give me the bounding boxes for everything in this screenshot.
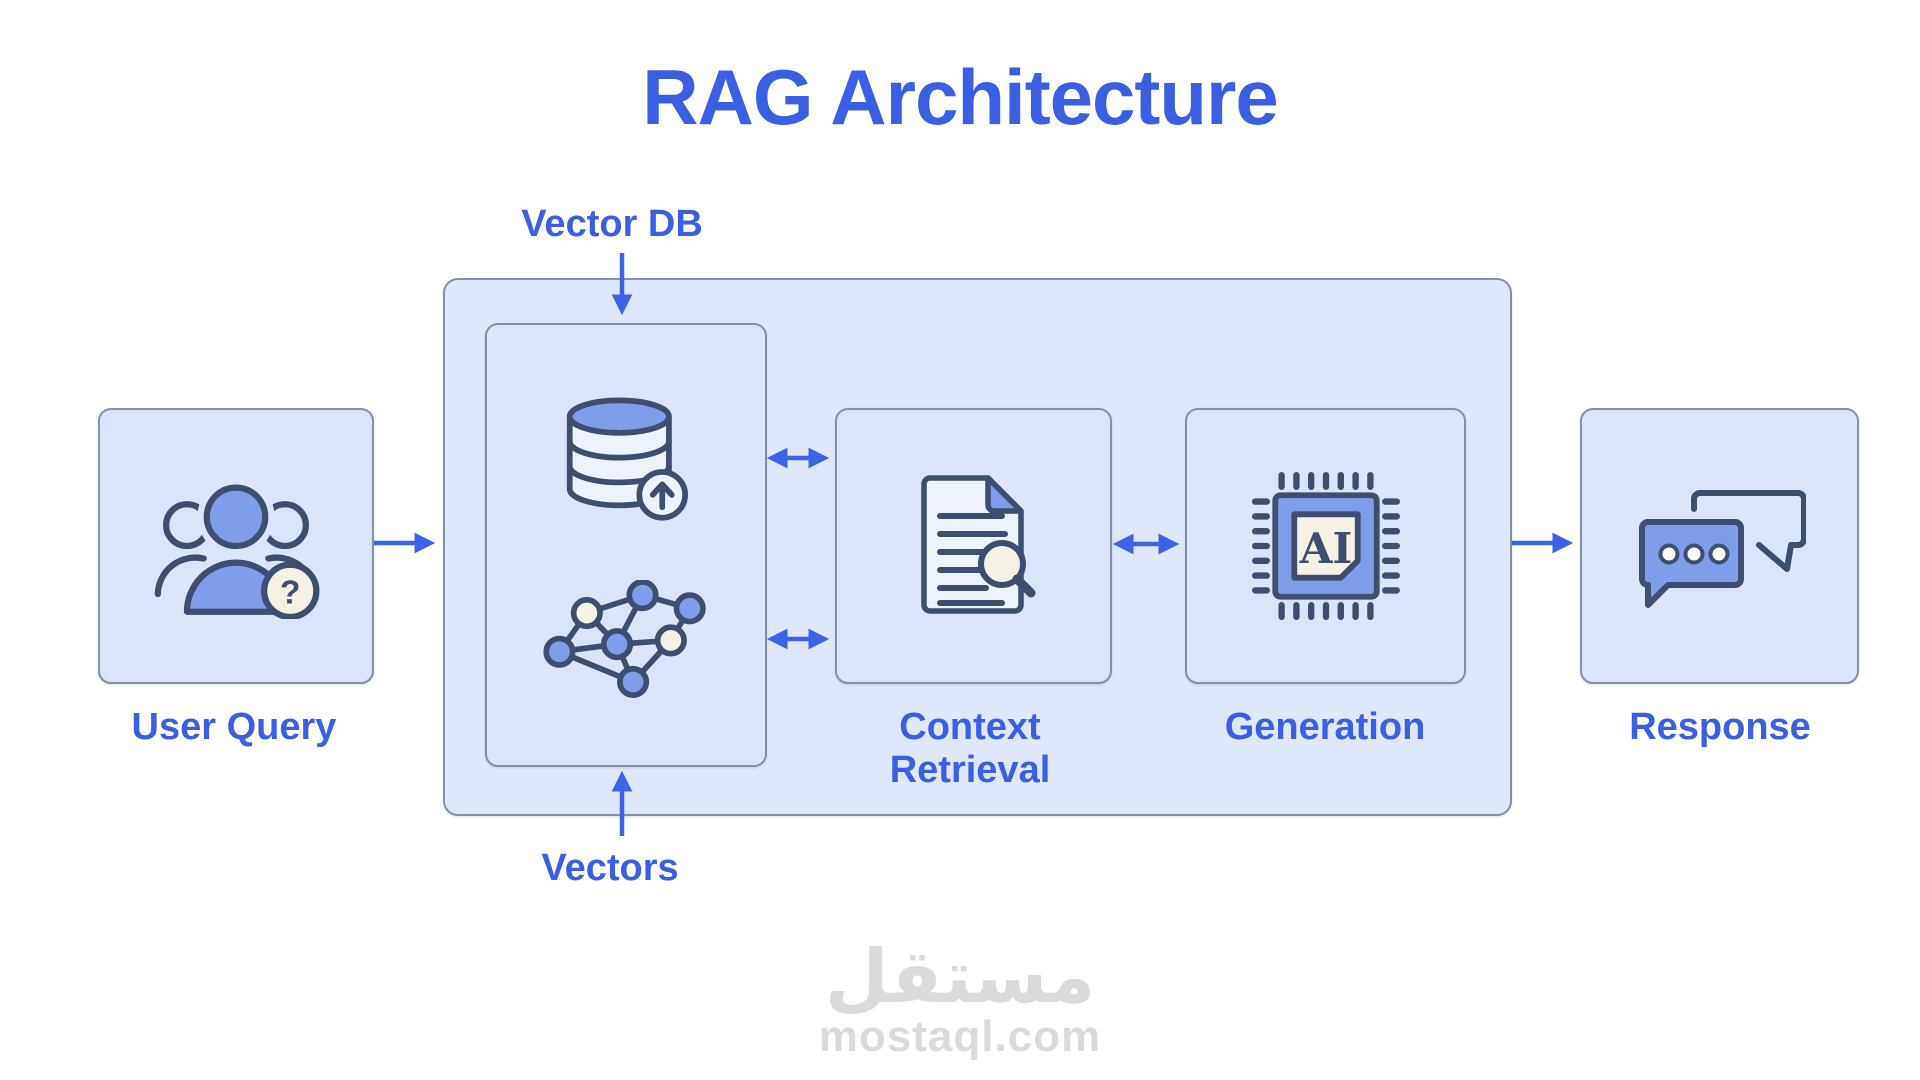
response-label: Response xyxy=(1629,706,1811,748)
node-response xyxy=(1580,408,1859,684)
user-query-label: User Query xyxy=(131,706,337,748)
document-search-icon xyxy=(920,475,1035,614)
node-user-query: ? xyxy=(98,408,374,684)
node-vector-db xyxy=(485,323,767,767)
database-upload-icon xyxy=(566,397,688,521)
context-retrieval-label: Context Retrieval xyxy=(889,706,1051,791)
watermark-logo: مستقل xyxy=(824,934,1096,1020)
node-context-retrieval xyxy=(835,408,1112,684)
node-generation: AI xyxy=(1185,408,1466,684)
page-title: RAG Architecture xyxy=(642,53,1279,141)
generation-label: Generation xyxy=(1224,706,1426,748)
vector-db-annotation: Vector DB xyxy=(521,203,703,245)
question-glyph: ? xyxy=(280,574,300,611)
users-question-icon: ? xyxy=(154,478,320,619)
ai-chip-icon: AI xyxy=(1251,472,1400,620)
chat-bubbles-icon xyxy=(1638,490,1806,608)
ai-chip-text: AI xyxy=(1298,523,1352,573)
network-graph-icon xyxy=(543,579,706,698)
vectors-annotation: Vectors xyxy=(541,847,679,889)
watermark-site: mostaql.com xyxy=(818,1012,1102,1061)
